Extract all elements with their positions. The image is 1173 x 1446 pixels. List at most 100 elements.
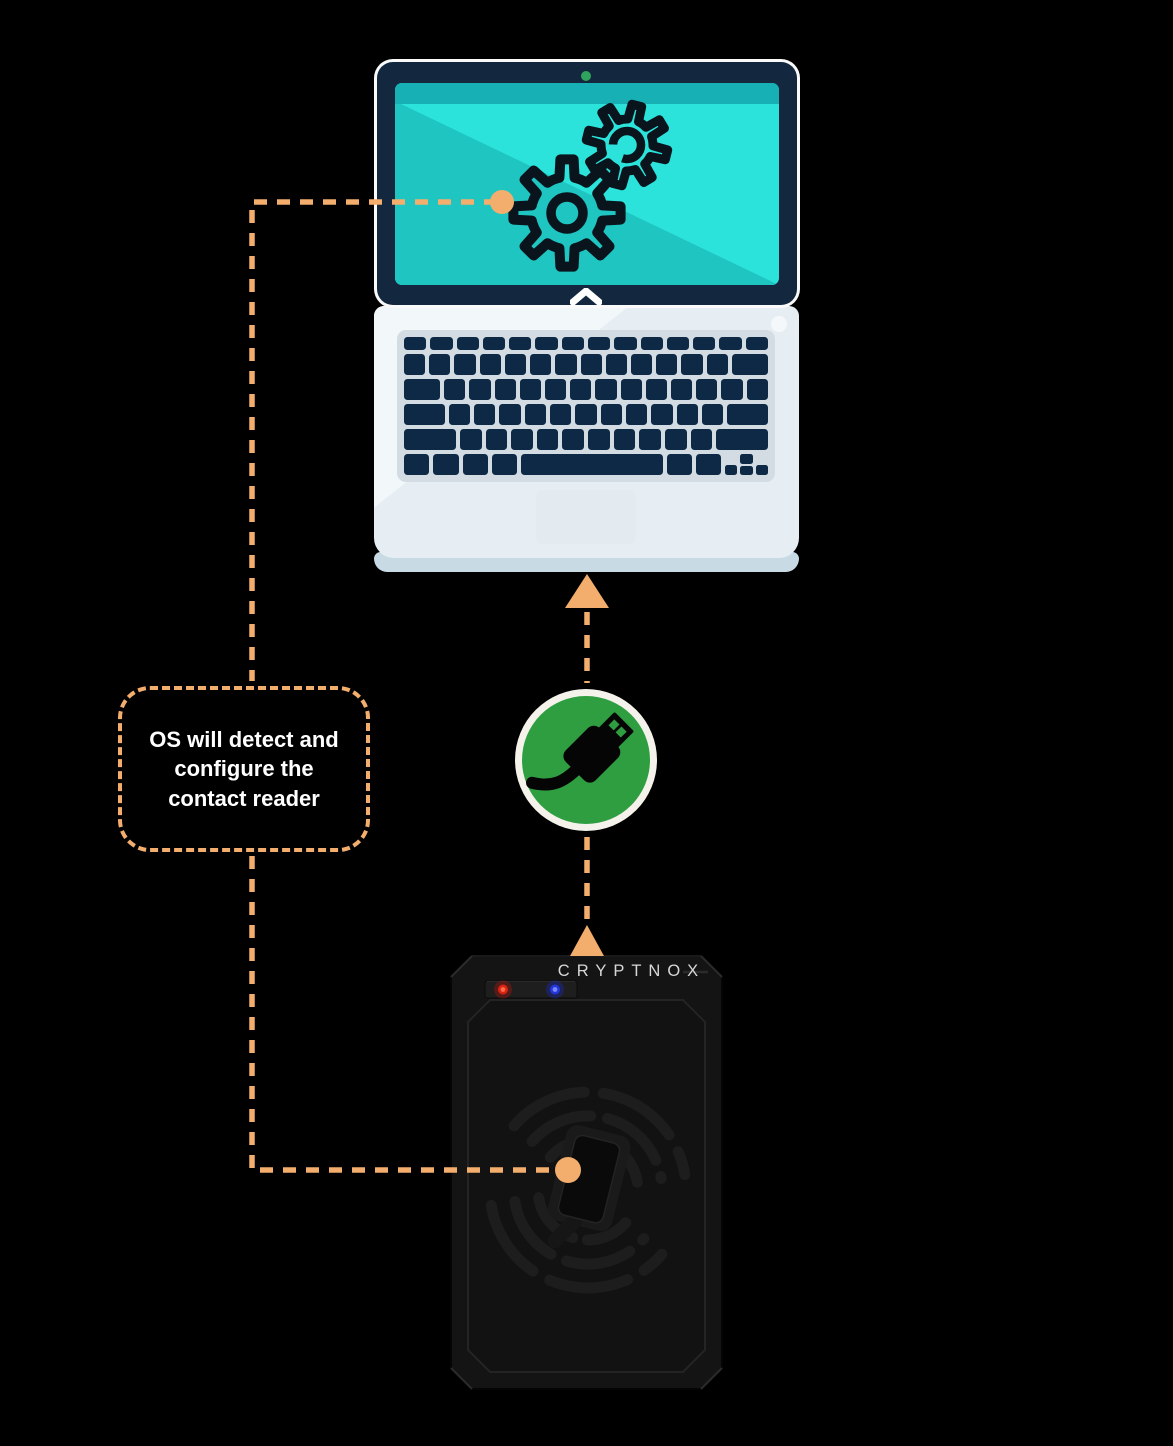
- keyboard-key: [745, 337, 768, 350]
- led-blue: [546, 980, 564, 999]
- keyboard-key: [676, 404, 698, 425]
- keyboard-key: [640, 337, 663, 350]
- keyboard-key: [755, 464, 768, 475]
- keyboard-key: [429, 354, 451, 375]
- card-reader-body: [450, 955, 723, 1390]
- keyboard-key: [706, 354, 728, 375]
- webcam-icon: [581, 71, 591, 81]
- keyboard-key: [580, 354, 602, 375]
- keyboard-key: [479, 354, 501, 375]
- keyboard-key: [719, 337, 742, 350]
- keyboard-key: [666, 337, 690, 350]
- keyboard-key: [575, 404, 597, 425]
- laptop-power-button: [771, 316, 787, 332]
- keyboard-key: [570, 379, 592, 400]
- keyboard-key: [473, 404, 496, 425]
- keyboard-key: [681, 354, 703, 375]
- keyboard-key: [454, 354, 476, 375]
- keyboard-key: [404, 337, 427, 350]
- keyboard-key: [404, 379, 441, 400]
- keyboard-key: [491, 454, 518, 475]
- laptop-lid: [377, 62, 797, 306]
- keyboard-key: [404, 404, 445, 425]
- keyboard-row: [404, 337, 768, 350]
- keyboard-key: [404, 429, 456, 450]
- keyboard-key: [536, 429, 559, 450]
- keyboard-key: [404, 454, 430, 475]
- keyboard-key: [555, 354, 577, 375]
- keyboard-key: [433, 454, 459, 475]
- keyboard-key: [535, 337, 558, 350]
- keyboard-key: [614, 337, 637, 350]
- keyboard-key: [695, 454, 722, 475]
- arrow-up-from-reader-icon: [570, 925, 604, 956]
- keyboard-key: [731, 354, 768, 375]
- keyboard-key: [651, 404, 673, 425]
- big-gear: [508, 154, 626, 272]
- spacebar-key: [521, 454, 663, 475]
- keyboard-key: [725, 464, 738, 475]
- screen-topbar: [395, 83, 779, 104]
- reader-brand-label: CRYPTNOX: [557, 962, 706, 980]
- callout-line-2: configure the: [174, 756, 314, 782]
- keyboard-key: [746, 379, 768, 400]
- keyboard-key: [630, 354, 653, 375]
- keyboard-row: [404, 429, 769, 450]
- keyboard-key: [469, 379, 491, 400]
- keyboard-row: [404, 404, 768, 425]
- keyboard-key: [499, 404, 521, 425]
- keyboard-key: [727, 404, 768, 425]
- keyboard-key: [716, 429, 769, 450]
- keyboard-key: [656, 354, 678, 375]
- keyboard-key: [524, 404, 546, 425]
- keyboard-key: [561, 337, 584, 350]
- keyboard-key: [595, 379, 617, 400]
- keyboard-key: [587, 337, 611, 350]
- keyboard-key: [562, 429, 585, 450]
- arrow-up-to-laptop-icon: [565, 574, 609, 608]
- keyboard-key: [693, 337, 716, 350]
- keyboard-row: [404, 379, 768, 400]
- contactless-usb-icon: [485, 1086, 691, 1294]
- keyboard-key: [702, 404, 724, 425]
- keyboard-key: [448, 404, 470, 425]
- keyboard-key: [740, 465, 753, 475]
- arrow-keys-cluster: [725, 454, 768, 475]
- keyboard-key: [509, 337, 532, 350]
- keyboard-key: [666, 454, 692, 475]
- keyboard-key: [494, 379, 516, 400]
- gears-icon: [508, 99, 673, 272]
- keyboard-key: [456, 337, 479, 350]
- keyboard-key: [544, 379, 567, 400]
- usb-plug-icon: [526, 712, 634, 791]
- keyboard-key: [462, 454, 488, 475]
- led-red: [494, 980, 512, 999]
- keyboard-key: [625, 404, 648, 425]
- keyboard-key: [482, 337, 506, 350]
- keyboard-key: [530, 354, 552, 375]
- keyboard-key: [740, 454, 753, 464]
- keyboard-key: [485, 429, 508, 450]
- keyboard-key: [645, 379, 668, 400]
- keyboard-key: [504, 354, 527, 375]
- keyboard-key: [620, 379, 642, 400]
- usb-badge: [515, 689, 657, 831]
- keyboard-key: [696, 379, 718, 400]
- callout-line-3: contact reader: [168, 785, 320, 811]
- keyboard-key: [600, 404, 622, 425]
- keyboard-key: [404, 354, 426, 375]
- keyboard-key: [459, 429, 482, 450]
- laptop-trackpad: [536, 490, 636, 544]
- keyboard-key: [613, 429, 636, 450]
- keyboard-key: [605, 354, 627, 375]
- chevron-up-icon: [570, 288, 602, 306]
- callout-box: OS will detect and configure the contact…: [118, 686, 370, 852]
- keyboard-key: [588, 429, 610, 450]
- laptop-keyboard: [397, 330, 775, 482]
- keyboard-row: [404, 354, 768, 375]
- keyboard-key: [549, 404, 572, 425]
- keyboard-key: [519, 379, 541, 400]
- keyboard-key: [690, 429, 713, 450]
- keyboard-key: [721, 379, 743, 400]
